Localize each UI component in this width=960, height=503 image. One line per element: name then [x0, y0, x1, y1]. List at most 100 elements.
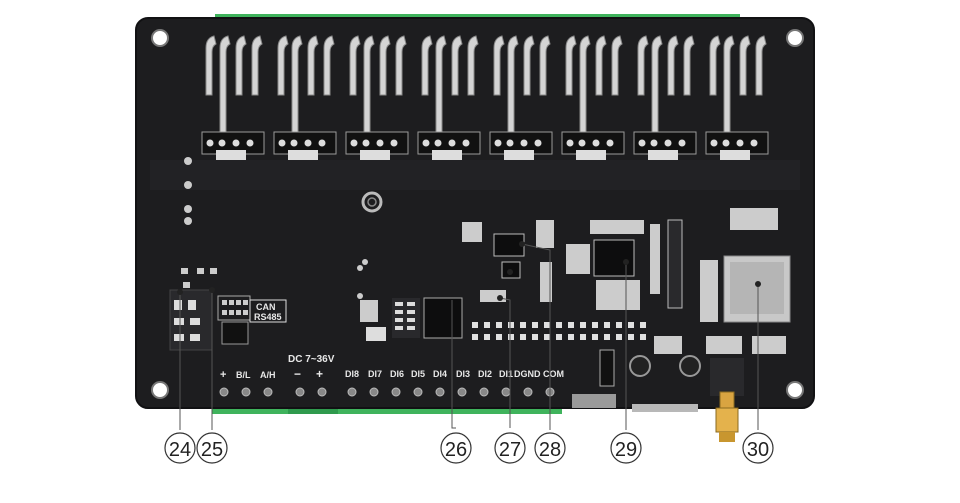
relay-pad: [434, 139, 442, 147]
solder-trace: [755, 35, 767, 96]
solder-trace: [595, 35, 607, 96]
mcu-chip: [593, 239, 635, 277]
di-label: DGND: [514, 369, 541, 379]
header-pin: [544, 334, 550, 340]
left-edge-pads: [184, 157, 192, 225]
callout-leaders: [179, 243, 759, 430]
leader-26: [451, 300, 456, 429]
relay-label-pad: [504, 150, 534, 160]
relay-pad: [318, 139, 326, 147]
solder-trace: [235, 35, 247, 96]
terminal-pad: [295, 387, 305, 397]
terminal-pad: [435, 387, 445, 397]
solder-trace: [379, 35, 391, 96]
rs485-a-label: A/H: [260, 370, 276, 380]
relay-label-pad: [576, 150, 606, 160]
comm-label-rs485: RS485: [254, 312, 282, 322]
header-pin: [580, 334, 586, 340]
header-pin: [556, 322, 562, 328]
header-pin: [640, 322, 646, 328]
center-mount-pad: [361, 191, 383, 213]
callout-circle-26: [440, 432, 472, 464]
leader-27: [499, 297, 511, 428]
header-pin: [472, 334, 478, 340]
di-optocoupler-chip: [423, 297, 463, 339]
relay-pad: [246, 139, 254, 147]
relay-pad: [448, 139, 456, 147]
relay-pad: [278, 139, 286, 147]
comm-label-box: [249, 299, 287, 323]
callout-circle-27: [494, 432, 526, 464]
di-label: DI7: [368, 369, 382, 379]
di-terminal-labels: DI8 DI7 DI6 DI5 DI4 DI3 DI2 DI1 DGND COM: [345, 369, 564, 379]
solder-trace: [205, 35, 217, 96]
solder-trace: [421, 35, 433, 96]
callout-circle-29: [610, 432, 642, 464]
relay-pad: [566, 139, 574, 147]
callout-circle-25: [196, 432, 228, 464]
callout-number-27: 27: [499, 439, 521, 461]
callout-circle-28: [534, 432, 566, 464]
solder-trace: [683, 35, 695, 96]
header-pin: [496, 334, 502, 340]
header-pin: [556, 334, 562, 340]
callout-circle-24: [164, 432, 196, 464]
header-pin: [484, 334, 490, 340]
terminal-pad: [391, 387, 401, 397]
relay-label-pad: [216, 150, 246, 160]
header-pin: [496, 322, 502, 328]
relay-pad: [290, 139, 298, 147]
terminal-pad: [457, 387, 467, 397]
solder-trace: [493, 35, 505, 96]
header-pin: [592, 334, 598, 340]
relay-pad: [218, 139, 226, 147]
header-pin: [532, 322, 538, 328]
callout-number-24: 24: [169, 439, 191, 461]
solder-trace: [539, 35, 551, 96]
header-pin: [532, 334, 538, 340]
solder-trace: [739, 35, 751, 96]
header-pin: [592, 322, 598, 328]
solder-trace: [565, 35, 577, 96]
callout-circle-30: [742, 432, 774, 464]
relay-pad: [606, 139, 614, 147]
header-pin: [616, 322, 622, 328]
callout-anchor-dots: [177, 241, 761, 301]
solder-trace: [611, 35, 623, 96]
header-pin: [508, 322, 514, 328]
header-pin: [568, 322, 574, 328]
header-pin: [568, 334, 574, 340]
relay-pad: [206, 139, 214, 147]
rs485-b-label: B/L: [236, 370, 251, 380]
header-pin: [628, 334, 634, 340]
solder-trace: [349, 35, 361, 96]
di-label: DI2: [478, 369, 492, 379]
header-pin: [508, 334, 514, 340]
di-label: DI1: [499, 369, 513, 379]
leader-28: [521, 243, 551, 430]
terminal-pad: [241, 387, 251, 397]
relay-pad: [362, 139, 370, 147]
header-pin: [520, 334, 526, 340]
header-pin: [628, 322, 634, 328]
pin-header-row: [472, 322, 646, 340]
header-pin: [544, 322, 550, 328]
relay-pad: [722, 139, 730, 147]
relay-pad: [664, 139, 672, 147]
header-pin: [520, 322, 526, 328]
relay-pad: [462, 139, 470, 147]
callout-number-25: 25: [201, 439, 223, 461]
solder-trace: [637, 35, 649, 96]
relay-pad: [520, 139, 528, 147]
relay-pad: [750, 139, 758, 147]
relay-pad: [506, 139, 514, 147]
di-label: DI3: [456, 369, 470, 379]
callout-number-30: 30: [747, 439, 769, 461]
relay-pad: [390, 139, 398, 147]
relay-pad: [422, 139, 430, 147]
comm-label-can: CAN: [256, 302, 276, 312]
mounting-hole-tl: [151, 29, 169, 47]
di-label: DI4: [433, 369, 447, 379]
relay-label-pad: [720, 150, 750, 160]
